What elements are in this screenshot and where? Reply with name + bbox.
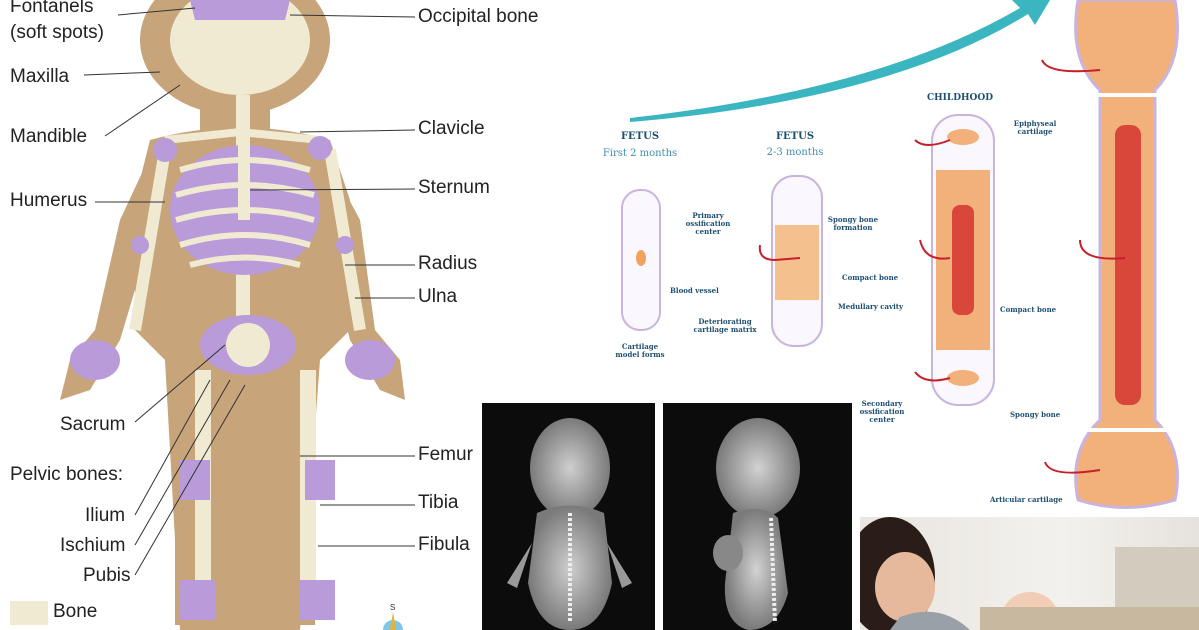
label-pubis: Pubis: [83, 565, 131, 586]
legend-bone-label: Bone: [53, 601, 98, 622]
compass-mark: S: [390, 603, 396, 612]
annotation-cartilage-model: Cartilage model forms: [615, 342, 665, 359]
annotation-primary-center: Primary ossification center: [685, 211, 731, 236]
label-radius: Radius: [418, 253, 478, 274]
annotation-compact-bone-child: Compact bone: [842, 273, 899, 282]
skeleton-illustration: [10, 0, 416, 630]
skeleton-diagram: Fontanels (soft spots) Maxilla Mandible …: [0, 0, 538, 630]
annotation-compact-bone-adult: Compact bone: [1000, 305, 1057, 314]
label-mandible: Mandible: [10, 126, 88, 147]
annotation-spongy-formation: Spongy bone formation: [827, 215, 879, 232]
label-femur: Femur: [418, 444, 473, 465]
label-fibula: Fibula: [418, 534, 470, 555]
label-ischium: Ischium: [60, 535, 126, 556]
stage-1-title: FETUS: [620, 131, 660, 142]
growth-arrow-icon: [630, 0, 1050, 122]
label-sternum: Sternum: [418, 177, 490, 198]
annotation-medullary-cavity: Medullary cavity: [838, 302, 904, 311]
xray-front: [482, 403, 655, 630]
annotation-blood-vessel: Blood vessel: [670, 286, 719, 295]
label-humerus: Humerus: [10, 190, 88, 211]
label-ilium: Ilium: [85, 505, 126, 526]
label-tibia: Tibia: [418, 492, 459, 513]
ossification-illustration: [621, 0, 1179, 509]
label-clavicle: Clavicle: [418, 118, 485, 139]
mother-baby-photo: [860, 517, 1199, 630]
label-sacrum: Sacrum: [60, 414, 126, 435]
label-fontanels: Fontanels: [10, 0, 94, 17]
annotation-epiphyseal-cartilage: Epiphyseal cartilage: [1013, 119, 1057, 136]
label-soft-spots: (soft spots): [10, 22, 104, 43]
label-pelvic-bones: Pelvic bones:: [10, 464, 124, 485]
xray-side: [663, 403, 852, 630]
label-ulna: Ulna: [418, 286, 458, 307]
annotation-articular-cartilage: Articular cartilage: [990, 495, 1063, 504]
ossification-diagram: FETUS First 2 months FETUS 2-3 months CH…: [580, 0, 1199, 515]
stage-1-subtitle: First 2 months: [602, 148, 678, 159]
bone-legend-swatch: [10, 601, 48, 625]
stage-2-subtitle: 2-3 months: [766, 147, 824, 158]
annotation-spongy-bone: Spongy bone: [1010, 410, 1061, 419]
stage-2-title: FETUS: [775, 131, 815, 142]
annotation-deteriorating-matrix: Deteriorating cartilage matrix: [693, 317, 757, 334]
annotation-secondary-center: Secondary ossification center: [859, 399, 905, 424]
stage-3-title: CHILDHOOD: [927, 93, 993, 103]
label-occipital-bone: Occipital bone: [418, 6, 539, 27]
label-maxilla: Maxilla: [10, 66, 70, 87]
